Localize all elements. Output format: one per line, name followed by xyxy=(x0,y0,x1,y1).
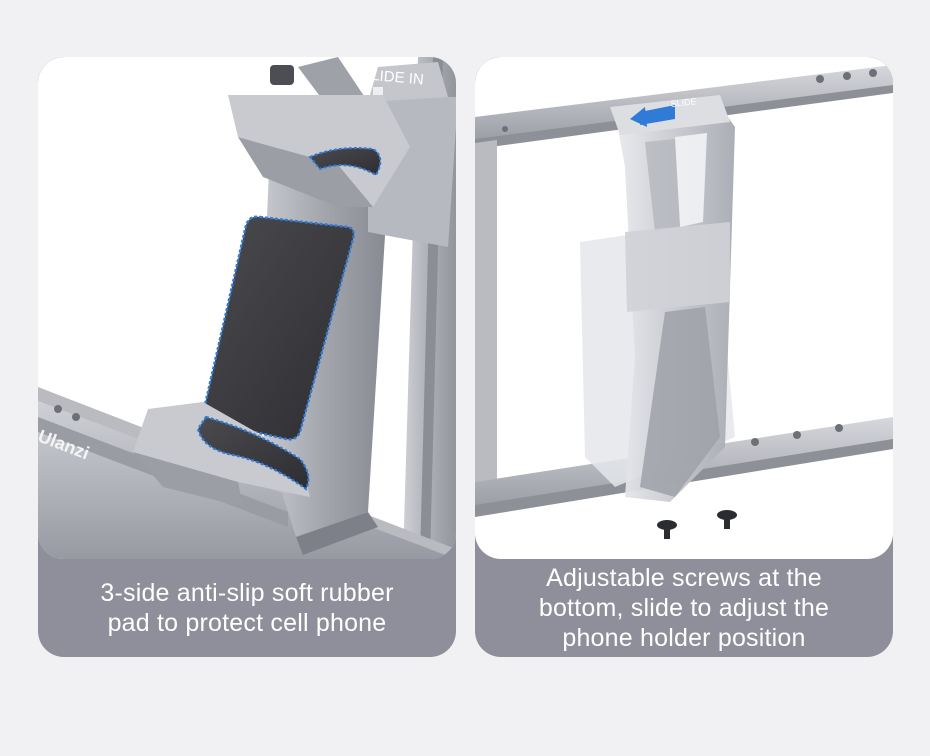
caption-rubber-pad: 3-side anti-slip soft rubber pad to prot… xyxy=(38,559,456,657)
phone-clamp-illustration: Ulanzi SLIDE IN xyxy=(38,57,456,559)
feature-card-rubber-pad: Ulanzi SLIDE IN 3-side an xyxy=(38,57,456,657)
caption-text: 3-side anti-slip soft rubber pad to prot… xyxy=(100,579,394,637)
slide-in-engraving: SLIDE IN xyxy=(361,66,425,88)
screw-left-icon xyxy=(657,520,677,539)
cage-holder-illustration: SLIDE xyxy=(475,65,893,539)
feature-card-adjustable-screws: SLIDE Adjustable screws at the bottom, s… xyxy=(475,57,893,657)
caption-adjustable-screws: Adjustable screws at the bottom, slide t… xyxy=(475,559,893,657)
product-photo-rubber-pad: Ulanzi SLIDE IN xyxy=(38,57,456,559)
caption-text: Adjustable screws at the bottom, slide t… xyxy=(538,564,830,652)
product-photo-screws: SLIDE xyxy=(475,57,893,559)
slide-engraving: SLIDE xyxy=(670,96,697,109)
screw-right-icon xyxy=(717,510,737,529)
